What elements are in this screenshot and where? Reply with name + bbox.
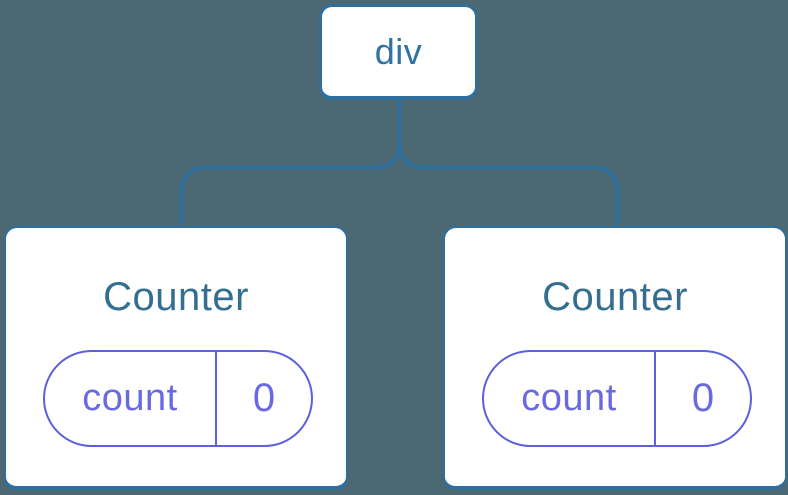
state-key: count [82,377,178,419]
connector-right-branch [397,100,620,227]
state-value: 0 [691,376,715,420]
pill-divider [654,352,656,445]
component-card-left: Counter count 0 [4,226,348,490]
state-key: count [521,377,617,419]
component-name: Counter [103,275,249,319]
component-name: Counter [542,275,688,319]
root-node-label: div [374,30,423,72]
root-node: div [319,4,478,100]
state-pill: count 0 [482,350,752,447]
state-value: 0 [252,376,276,420]
component-card-right: Counter count 0 [443,226,787,490]
state-pill: count 0 [43,350,313,447]
pill-divider [215,352,217,445]
connector-left-branch [179,100,402,227]
